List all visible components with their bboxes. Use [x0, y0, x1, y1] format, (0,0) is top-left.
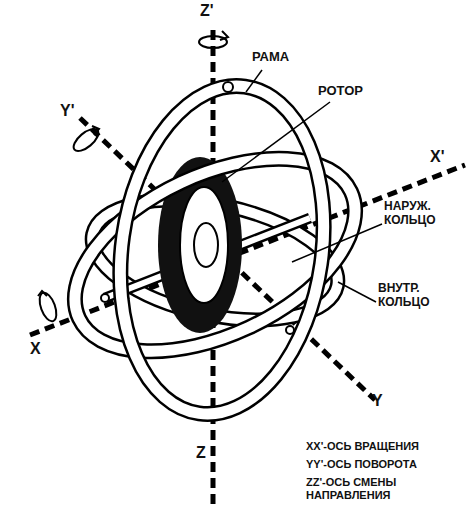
leader-line [246, 70, 262, 92]
part-label: НАРУЖ. КОЛЬЦО [384, 200, 454, 228]
axis-label: X [30, 340, 41, 358]
legend-note: ZZ'-ОСЬ СМЕНЫ НАПРАВЛЕНИЯ [306, 476, 426, 501]
outer-ring [45, 119, 385, 391]
legend-note: XX'-ОСЬ ВРАЩЕНИЯ [306, 440, 419, 453]
axis-label: X' [430, 148, 444, 166]
axis-label: Y' [60, 102, 74, 120]
pivot-pin [286, 326, 294, 334]
part-label: РОТОР [318, 84, 363, 99]
leader-line [338, 282, 376, 302]
pivot-pin [101, 294, 109, 302]
axes [30, 30, 465, 508]
rotation-arrow [70, 125, 102, 155]
ring-border [45, 119, 385, 391]
leader-line [292, 224, 382, 262]
rotation-arrow [36, 291, 59, 324]
axis-label: Z [196, 444, 206, 462]
rotor-hub [194, 223, 218, 267]
leader-lines [222, 70, 382, 302]
axis-label: Z' [200, 2, 214, 20]
arrow-head [38, 291, 47, 296]
ring-band [45, 119, 385, 391]
frame-border [100, 73, 344, 428]
rotor-face [180, 187, 228, 303]
frame-band [100, 73, 344, 428]
part-label: РАМА [252, 50, 289, 65]
frame [100, 73, 344, 428]
arrow-head [220, 31, 228, 40]
pivot-pin [223, 82, 233, 92]
rotation-arrow [199, 36, 227, 48]
legend-note: YY'-ОСЬ ПОВОРОТА [306, 458, 417, 471]
leader-line [222, 102, 330, 182]
axis-label: Y [372, 392, 383, 410]
arrow-head [92, 126, 99, 135]
part-label: ВНУТР. КОЛЬЦО [378, 282, 448, 310]
